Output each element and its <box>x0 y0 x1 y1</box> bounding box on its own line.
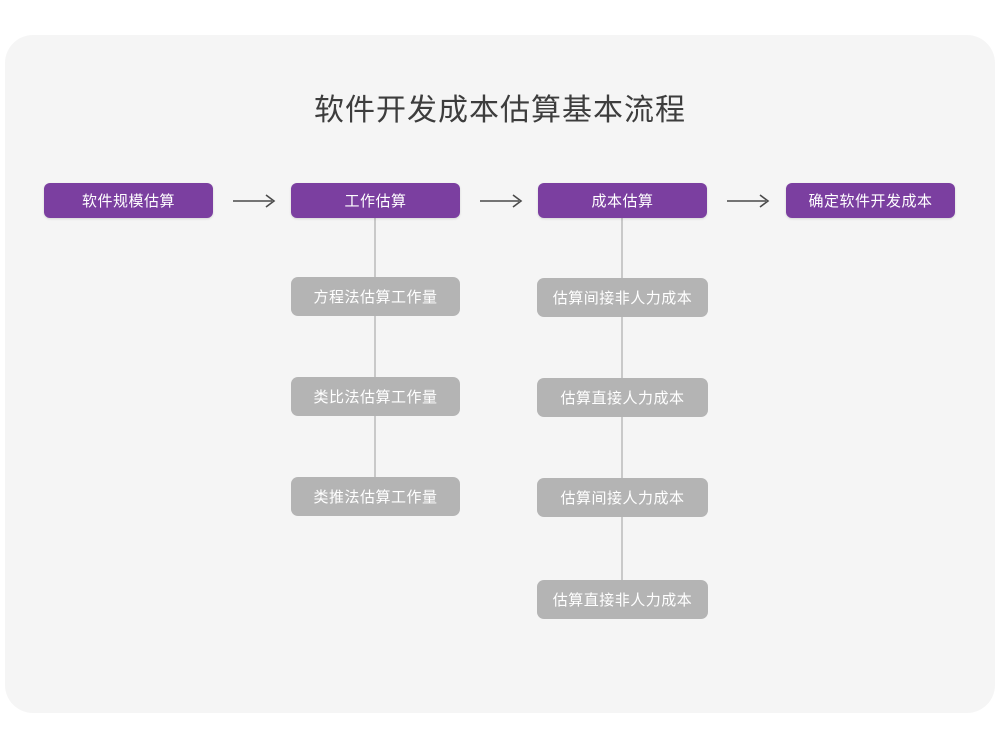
node-software-size-estimation[interactable]: 软件规模估算 <box>44 183 213 218</box>
arrow-step1-to-step2 <box>222 183 290 218</box>
node-cost-estimation[interactable]: 成本估算 <box>538 183 707 218</box>
node-cost-indirect-labor[interactable]: 估算间接人力成本 <box>537 478 708 517</box>
arrow-step3-to-step4 <box>716 183 784 218</box>
node-cost-direct-nonlabor[interactable]: 估算直接非人力成本 <box>537 580 708 619</box>
node-effort-method-analogue[interactable]: 类推法估算工作量 <box>291 477 460 516</box>
content-card <box>5 35 995 713</box>
page-title: 软件开发成本估算基本流程 <box>314 94 686 127</box>
node-determine-development-cost[interactable]: 确定软件开发成本 <box>786 183 955 218</box>
node-cost-direct-labor[interactable]: 估算直接人力成本 <box>537 378 708 417</box>
node-effort-method-analogy[interactable]: 类比法估算工作量 <box>291 377 460 416</box>
node-effort-method-equation[interactable]: 方程法估算工作量 <box>291 277 460 316</box>
node-effort-estimation[interactable]: 工作估算 <box>291 183 460 218</box>
arrow-step2-to-step3 <box>469 183 537 218</box>
node-cost-indirect-nonlabor[interactable]: 估算间接非人力成本 <box>537 278 708 317</box>
connector-line-effort <box>374 218 376 478</box>
